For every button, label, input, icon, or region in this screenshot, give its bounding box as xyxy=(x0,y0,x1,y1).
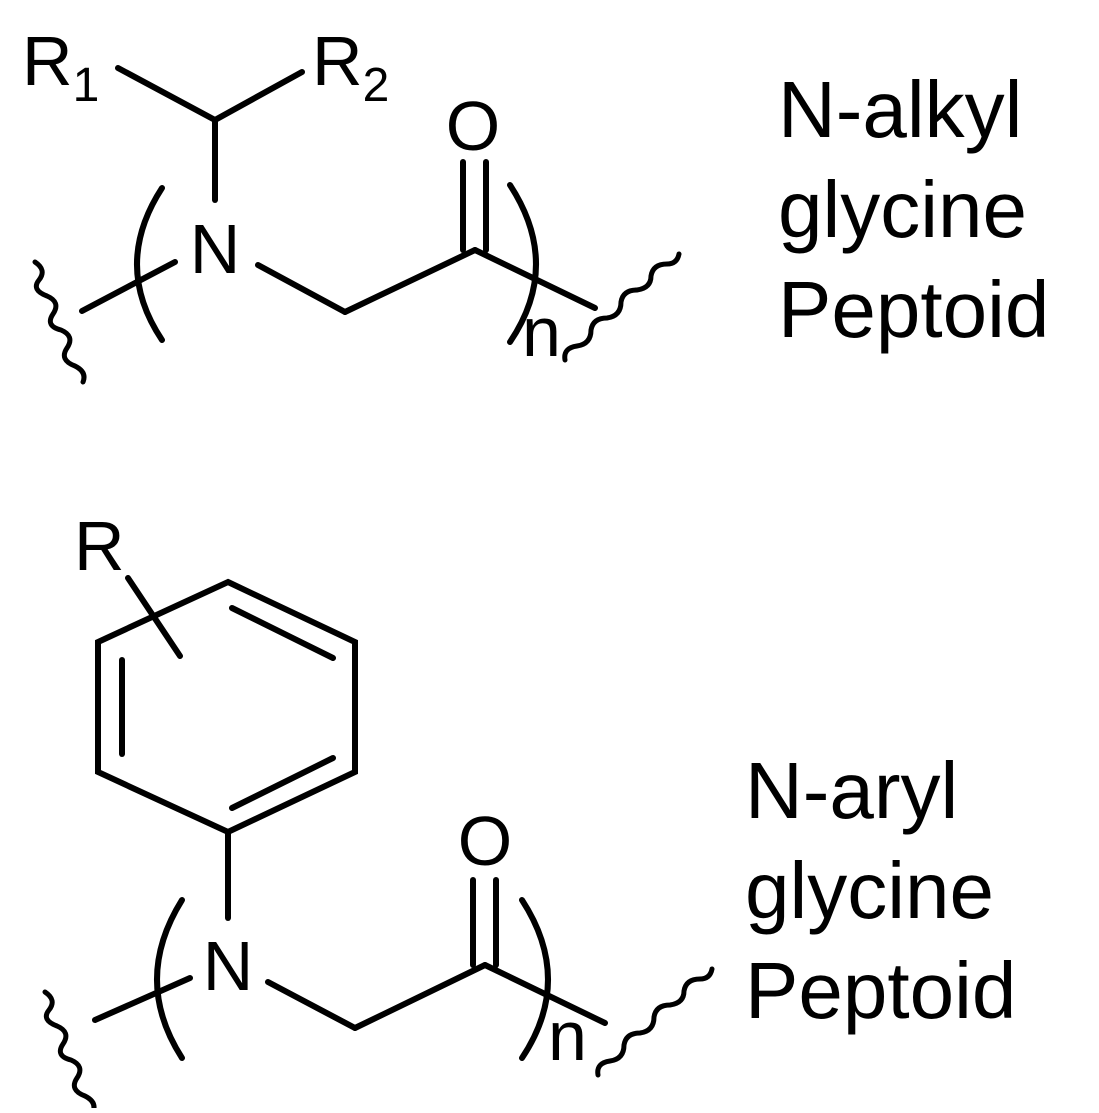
bond-n-to-ch2-bottom xyxy=(265,979,358,1031)
repeat-paren-close-top xyxy=(507,182,539,345)
bond-n-to-ch2 xyxy=(255,262,348,315)
repeat-paren-open-top xyxy=(134,185,165,343)
ring-inner-double-1 xyxy=(229,605,336,661)
bond-ch-to-r2 xyxy=(212,69,305,123)
n-aryl-caption: N-aryl glycine Peptoid xyxy=(745,746,1016,1035)
wavy-bond-right-top xyxy=(562,251,682,363)
wavy-bond-right-bottom xyxy=(595,966,715,1078)
caption-bottom-line-3: Peptoid xyxy=(745,946,1016,1035)
ring-inner-double-2 xyxy=(229,755,336,811)
caption-bottom-line-1: N-aryl xyxy=(745,746,958,835)
bond-ch2-to-carbonyl-bottom xyxy=(352,962,488,1031)
repeat-index-top: n xyxy=(522,293,561,371)
n-alkyl-structure: N O R1 R2 n xyxy=(22,22,682,385)
bond-chain-to-n xyxy=(79,259,178,314)
wavy-bond-left-top xyxy=(32,259,87,385)
atom-n-bottom: N xyxy=(203,927,254,1005)
substituent-r: R xyxy=(74,507,125,585)
n-alkyl-caption: N-alkyl glycine Peptoid xyxy=(778,65,1049,354)
repeat-index-bottom: n xyxy=(548,997,587,1075)
n-aryl-structure: N O R n xyxy=(42,507,715,1113)
repeat-paren-close-bottom xyxy=(519,897,551,1061)
benzene-ring xyxy=(95,578,358,836)
bond-ring-to-r xyxy=(125,575,183,659)
substituent-r1: R1 xyxy=(22,22,99,112)
repeat-paren-open-bottom xyxy=(154,897,185,1061)
caption-top-line-1: N-alkyl xyxy=(778,65,1022,154)
bond-ch2-to-carbonyl xyxy=(342,247,478,315)
caption-bottom-line-2: glycine xyxy=(745,846,994,935)
bond-chain-to-n-bottom xyxy=(92,975,193,1023)
atom-o-top: O xyxy=(446,87,500,165)
caption-top-line-3: Peptoid xyxy=(778,265,1049,354)
substituent-r2: R2 xyxy=(312,22,389,112)
atom-n-top: N xyxy=(190,210,241,288)
bond-ch-to-r1 xyxy=(115,65,218,123)
wavy-bond-left-bottom xyxy=(42,989,97,1113)
atom-o-bottom: O xyxy=(458,802,512,880)
caption-top-line-2: glycine xyxy=(778,165,1027,254)
